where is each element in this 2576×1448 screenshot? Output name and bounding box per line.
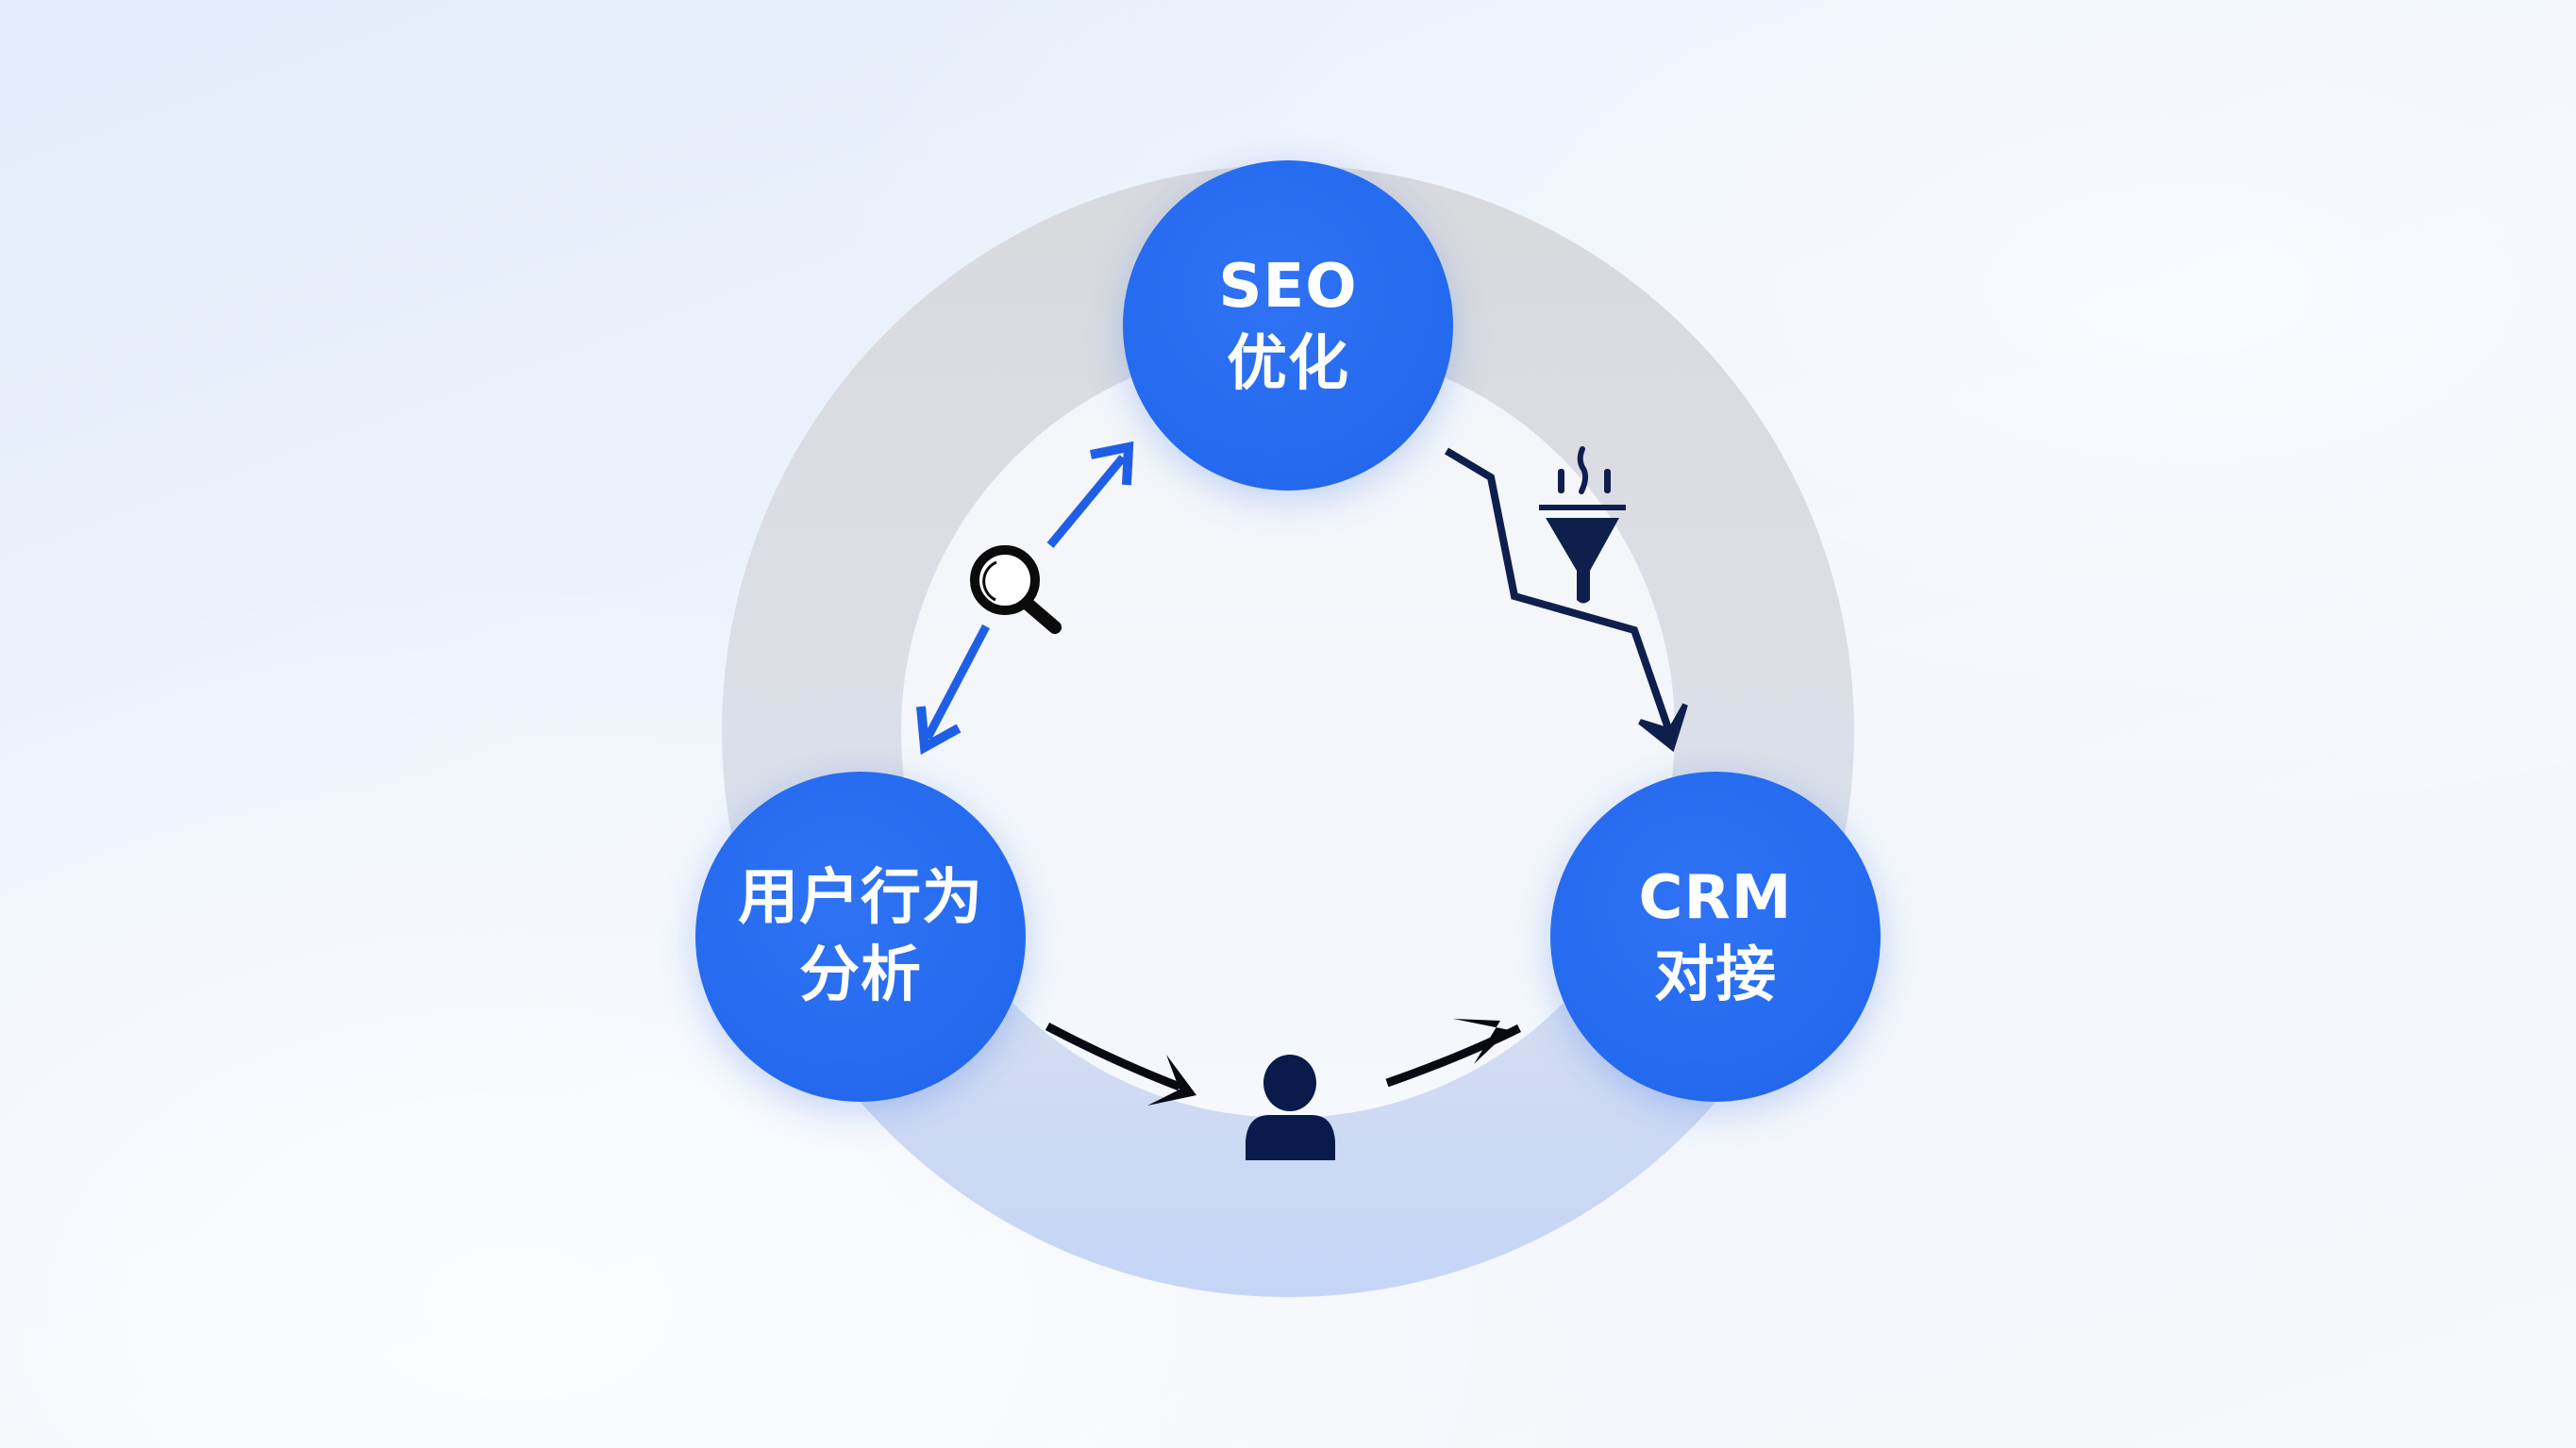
curved-arrow-right-head — [1453, 1019, 1510, 1064]
double-arrow-upper-shaft — [1046, 455, 1127, 548]
user-icon — [1246, 1055, 1335, 1160]
curved-arrow-left — [1045, 1023, 1181, 1091]
cycle-ring-inner — [901, 344, 1675, 1118]
node-user-line-2: 分析 — [799, 940, 922, 1010]
search-icon — [970, 545, 1062, 634]
node-user-behavior-analysis[interactable]: 用户行为 分析 — [695, 772, 1026, 1102]
connector-user-to-seo — [916, 441, 1134, 756]
zigzag-arrow-line — [1444, 447, 1674, 736]
connector-user-to-crm — [1045, 1019, 1522, 1160]
node-seo-line-1: SEO — [1218, 252, 1358, 322]
connector-seo-to-crm — [1444, 446, 1688, 753]
double-arrow-upper-head — [1090, 441, 1134, 486]
node-crm-line-2: 对接 — [1654, 940, 1777, 1010]
node-seo-line-2: 优化 — [1227, 329, 1349, 399]
curved-arrow-right — [1385, 1024, 1522, 1088]
double-arrow-lower-shaft — [924, 624, 990, 741]
funnel-icon — [1539, 446, 1626, 604]
node-crm-line-1: CRM — [1638, 863, 1793, 933]
zigzag-arrow-head — [1638, 703, 1688, 753]
curved-arrow-left-head — [1147, 1055, 1196, 1106]
node-seo-optimization[interactable]: SEO 优化 — [1123, 160, 1453, 491]
node-crm-integration[interactable]: CRM 对接 — [1550, 772, 1881, 1102]
node-user-line-1: 用户行为 — [738, 863, 983, 933]
double-arrow-lower-head — [916, 706, 962, 756]
